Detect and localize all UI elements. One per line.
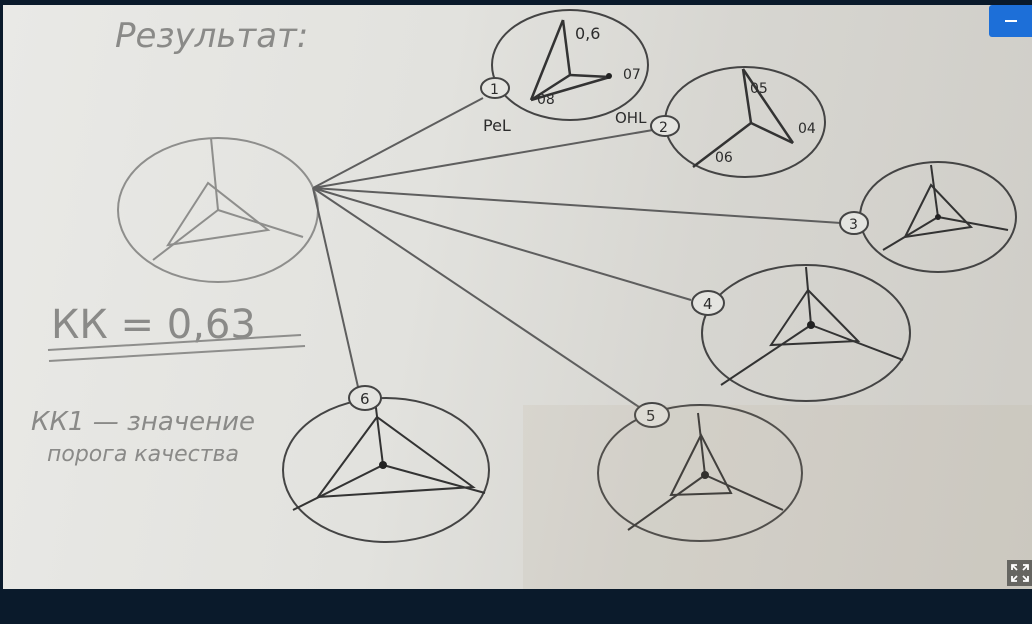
d1-value-right: 07 — [623, 67, 641, 83]
node-markers: 1 2 3 4 5 — [348, 77, 869, 428]
svg-text:6: 6 — [360, 390, 370, 408]
diagram-2: 05 04 06 — [664, 66, 826, 178]
svg-text:1: 1 — [490, 82, 499, 98]
photo: Результат: — [3, 5, 1032, 589]
fullscreen-button[interactable] — [1007, 560, 1032, 586]
node-4: 4 — [691, 290, 725, 316]
node-6: 6 — [348, 385, 382, 411]
minimize-icon — [1004, 20, 1017, 22]
node-5: 5 — [634, 402, 670, 428]
note-line-2: порога качества — [47, 442, 239, 467]
node-2: 2 — [650, 115, 680, 137]
d2-value-bottom: 06 — [715, 150, 733, 166]
diagram-6 — [282, 397, 490, 543]
title-text: Результат: — [115, 16, 308, 56]
svg-text:4: 4 — [703, 295, 713, 313]
svg-text:3: 3 — [849, 217, 858, 233]
svg-text:2: 2 — [659, 120, 668, 136]
diagram-3 — [859, 161, 1017, 273]
shadow — [523, 405, 1032, 589]
diagram-4 — [701, 264, 911, 402]
note-line-1: КК1 — значение — [31, 407, 255, 437]
d1-value-top: 0,6 — [575, 24, 600, 43]
connection-lines — [312, 97, 842, 408]
diagram-1: 0,6 07 08 — [491, 9, 649, 121]
ohl-label: OHL — [615, 109, 647, 127]
hand-drawn-diagram: Результат: — [31, 9, 1032, 589]
diagram-5 — [597, 404, 803, 542]
pel-label: PeL — [483, 116, 511, 135]
formula-text: КК = 0,63 — [51, 302, 256, 348]
node-3: 3 — [839, 211, 869, 235]
node-1: 1 — [480, 77, 510, 99]
d2-value-top: 05 — [750, 81, 768, 97]
fullscreen-icon — [1010, 564, 1029, 582]
d2-value-right: 04 — [798, 121, 816, 137]
central-circle — [117, 137, 319, 283]
d1-value-bottom: 08 — [537, 92, 555, 108]
formula-underline — [47, 334, 306, 362]
minimize-button[interactable] — [989, 5, 1032, 37]
svg-text:5: 5 — [646, 407, 656, 425]
